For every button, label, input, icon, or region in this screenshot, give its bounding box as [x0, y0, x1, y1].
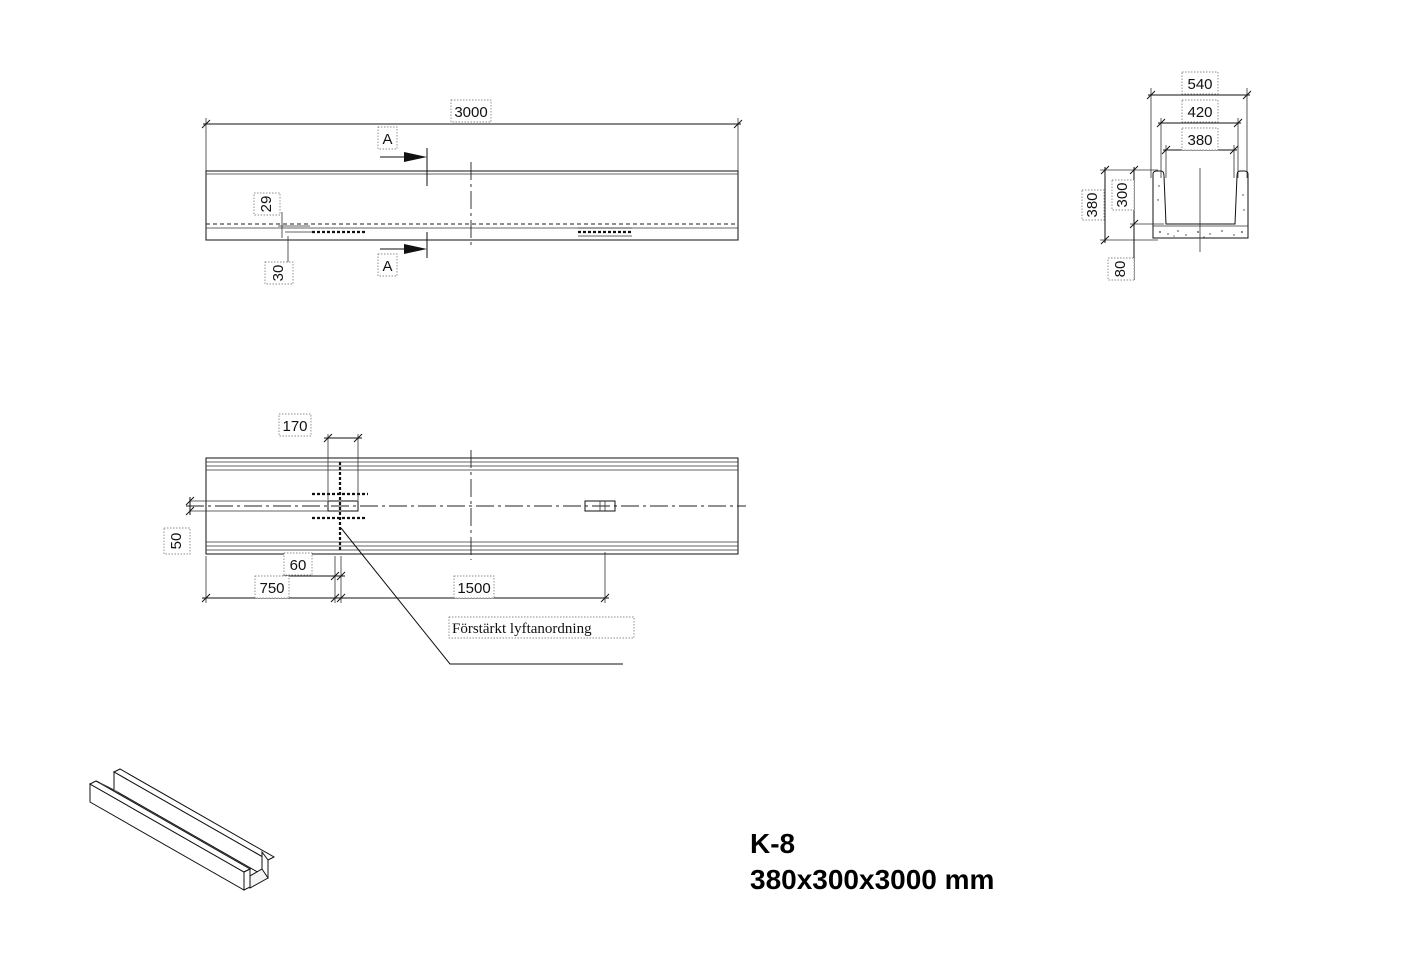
inner-height-label: 300	[1114, 182, 1131, 207]
beam-elevation-outline	[205, 170, 739, 241]
section-mark-top: A	[382, 131, 392, 148]
outer-width-label: 540	[1187, 76, 1212, 93]
dim-750-label: 750	[259, 580, 284, 597]
section-mark-bottom: A	[382, 258, 392, 275]
cross-section-view: 540 420 380 380	[1081, 71, 1252, 281]
plan-view: 170 50 60 750 1500 Förstärkt lyftanordni…	[163, 413, 746, 665]
dim-60-label: 60	[290, 557, 307, 574]
product-code: K-8	[750, 828, 795, 859]
dim-50-label: 50	[168, 533, 185, 550]
dim-29-label: 29	[258, 196, 275, 213]
overall-length-label: 3000	[454, 104, 487, 121]
dim-1500-label: 1500	[457, 580, 490, 597]
inner-top-width-label: 420	[1187, 104, 1212, 121]
product-dimensions: 380x300x3000 mm	[750, 864, 994, 895]
callout-lifting-label: Förstärkt lyftanordning	[452, 621, 592, 637]
dim-170-label: 170	[282, 418, 307, 435]
section-arrow-top-icon	[404, 152, 427, 162]
base-thickness-label: 80	[1112, 261, 1129, 278]
elevation-view: 3000 A A 29 30	[201, 99, 743, 285]
section-arrow-bottom-icon	[404, 244, 427, 254]
total-height-label: 380	[1084, 192, 1101, 217]
isometric-view	[88, 768, 276, 891]
dim-30-label: 30	[270, 265, 287, 282]
concrete-hatch	[1157, 185, 1245, 238]
inner-width-label: 380	[1187, 132, 1212, 149]
callout-leader	[340, 527, 623, 665]
title-block: K-8 380x300x3000 mm	[750, 828, 994, 895]
u-channel-profile	[1152, 170, 1249, 239]
